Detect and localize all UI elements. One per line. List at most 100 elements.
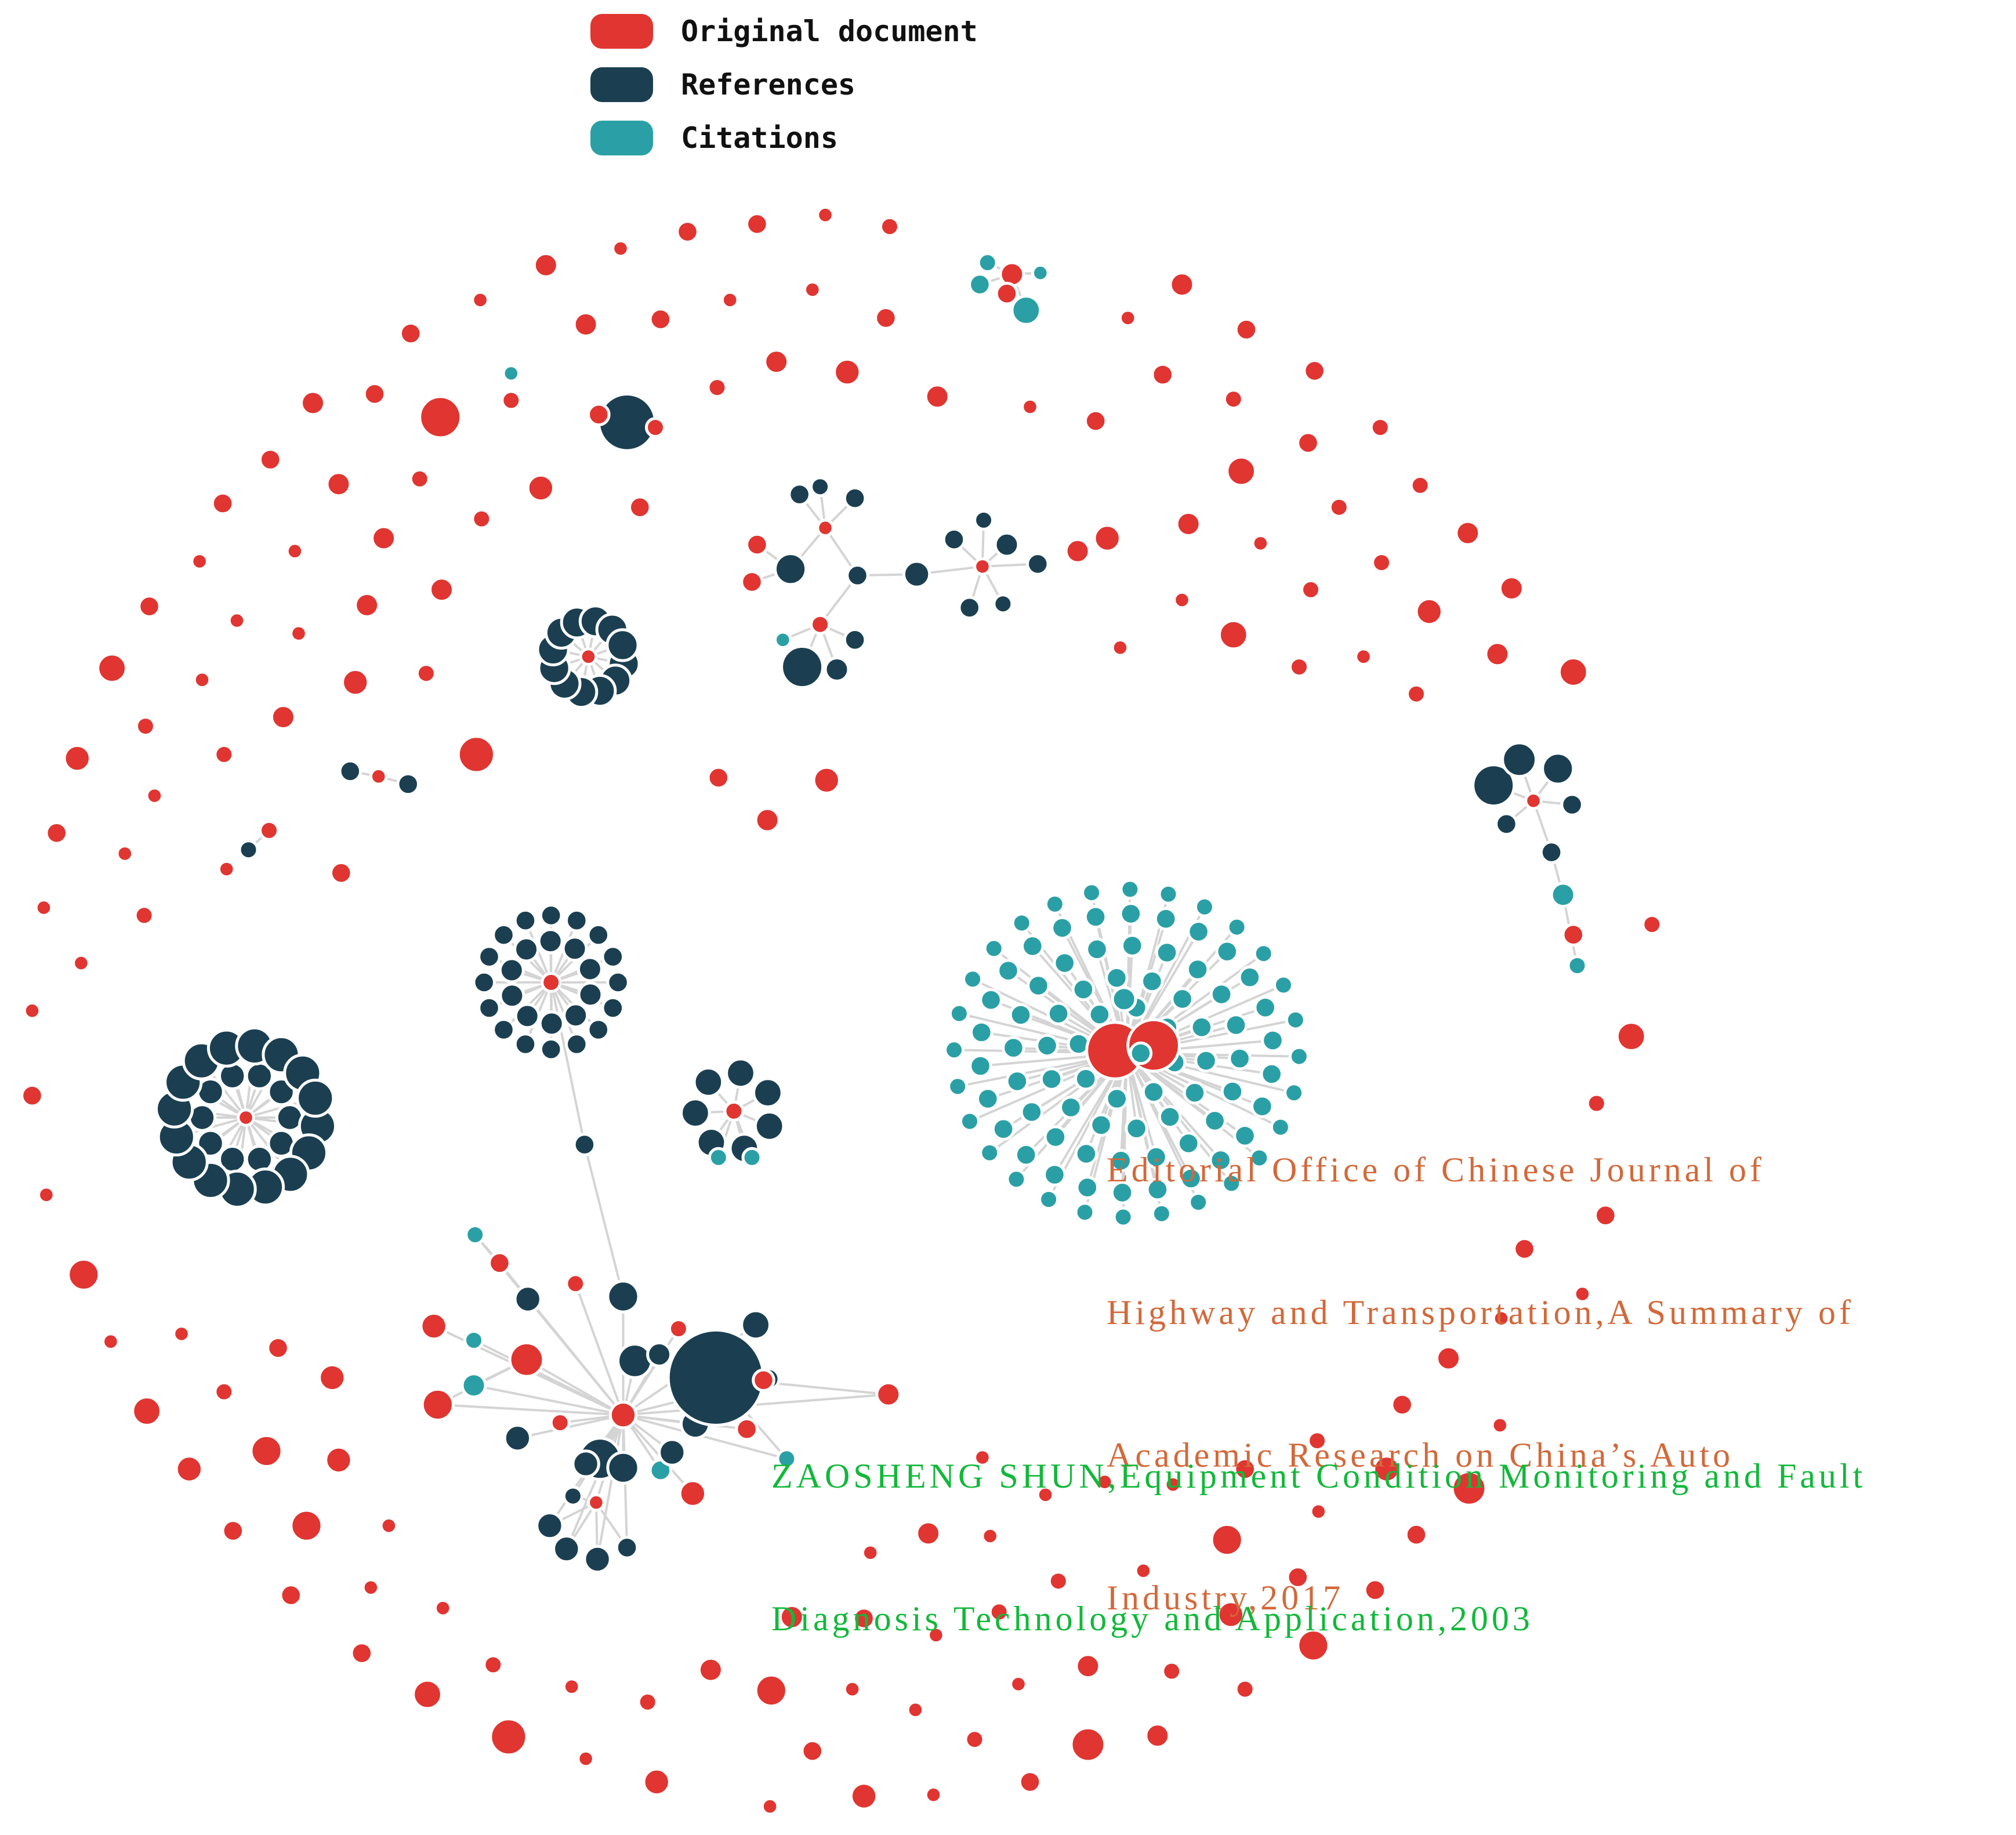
- original-document-node: [379, 1516, 398, 1535]
- citation-node: [1043, 1125, 1068, 1149]
- zaosheng-label-line-2: Diagnosis Technology and Application,200…: [771, 1600, 1533, 1638]
- original-document-node: [1371, 552, 1393, 574]
- original-document-node: [1223, 389, 1244, 410]
- reference-node: [617, 1343, 653, 1379]
- citation-node: [1249, 1147, 1270, 1169]
- original-document-node: [906, 1700, 925, 1719]
- legend-swatch-citations: [590, 121, 653, 155]
- citation-node: [1140, 969, 1164, 993]
- citation-node: [741, 1147, 763, 1168]
- reference-node: [583, 1544, 612, 1574]
- original-document-node: [96, 652, 128, 684]
- original-document-node: [361, 1578, 380, 1597]
- reference-node: [1539, 840, 1564, 864]
- original-document-node: [101, 1332, 120, 1351]
- citation-node: [970, 1020, 994, 1045]
- reference-node: [725, 1057, 756, 1089]
- citation-node: [1187, 920, 1210, 944]
- original-document-node: [648, 307, 673, 331]
- citation-node: [1074, 1142, 1098, 1166]
- citation-node: [1112, 1206, 1134, 1228]
- citation-node: [1144, 1145, 1168, 1169]
- citation-node: [1119, 902, 1143, 926]
- citation-node: [1009, 1003, 1033, 1027]
- citation-node: [1081, 882, 1103, 904]
- reference-node: [571, 1449, 600, 1478]
- original-document-node: [270, 704, 296, 730]
- original-document-node: [418, 395, 463, 440]
- original-document-node: [1096, 1473, 1114, 1491]
- reference-node: [586, 1018, 611, 1042]
- original-document-node: [752, 1368, 775, 1392]
- citation-node: [1010, 295, 1042, 326]
- editorial-office-node-label: Editorial Office of Chinese Journal of H…: [1107, 1051, 1854, 1669]
- original-document-node: [1225, 455, 1257, 487]
- reference-node: [513, 908, 538, 933]
- original-document-node: [874, 306, 898, 330]
- editorial-label-line-2: Highway and Transportation,A Summary of: [1107, 1293, 1854, 1332]
- original-document-node: [706, 766, 731, 790]
- editorial-label-line-4: Industry,2017: [1107, 1579, 1344, 1617]
- network-edge: [473, 1384, 623, 1416]
- original-document-node: [995, 281, 1019, 306]
- legend: Original document References Citations: [590, 5, 978, 165]
- citation-node: [959, 1111, 980, 1132]
- original-document-node: [1372, 1455, 1401, 1484]
- editorial-label-line-1: Editorial Office of Chinese Journal of: [1107, 1151, 1765, 1189]
- reference-node: [499, 982, 525, 1009]
- original-document-node: [489, 1717, 528, 1757]
- original-document-node: [745, 212, 769, 236]
- original-document-node: [45, 821, 68, 845]
- original-document-node: [1409, 474, 1431, 496]
- citation-node: [1567, 955, 1588, 976]
- reference-node: [539, 904, 563, 927]
- citation-node: [461, 1372, 487, 1399]
- original-document-node: [816, 518, 835, 538]
- original-document-node: [1083, 409, 1108, 433]
- original-document-node: [72, 953, 90, 973]
- reference-node: [1495, 812, 1518, 836]
- citation-node: [1203, 1109, 1227, 1133]
- reference-node: [780, 645, 825, 689]
- original-document-node: [587, 402, 611, 427]
- original-document-node: [433, 1599, 452, 1618]
- original-document-node: [915, 1520, 942, 1547]
- original-document-node: [1513, 1237, 1536, 1261]
- reference-node: [1560, 793, 1584, 817]
- original-document-node: [1169, 271, 1195, 298]
- original-document-node: [249, 1434, 284, 1468]
- reference-node: [535, 1511, 564, 1540]
- reference-node: [1471, 763, 1516, 808]
- citation-node: [1273, 974, 1294, 996]
- original-document-node: [23, 1001, 42, 1020]
- citation-node: [1039, 1067, 1064, 1091]
- reference-node: [472, 970, 496, 995]
- original-document-node: [237, 1108, 255, 1127]
- original-document-node: [1451, 1470, 1488, 1507]
- citation-node: [1021, 934, 1045, 958]
- citation-node: [1194, 1049, 1218, 1073]
- reference-node: [576, 956, 603, 982]
- original-document-node: [37, 1185, 56, 1204]
- original-document-node: [1173, 590, 1191, 610]
- reference-node: [577, 981, 604, 1008]
- citation-node: [774, 630, 792, 650]
- citation-node: [1261, 1028, 1285, 1053]
- reference-node: [238, 839, 259, 861]
- original-document-node: [541, 971, 562, 993]
- original-document-node: [565, 1273, 586, 1294]
- original-document-node: [341, 668, 370, 697]
- original-document-node: [849, 1782, 879, 1811]
- legend-swatch-references: [590, 67, 653, 102]
- original-document-node: [973, 1448, 992, 1467]
- reference-node: [538, 1010, 565, 1037]
- citation-node: [968, 273, 992, 296]
- network-edge: [596, 1415, 625, 1560]
- citation-node: [1228, 1046, 1252, 1071]
- original-document-node: [415, 663, 437, 684]
- original-document-node: [645, 417, 666, 438]
- original-document-node: [1286, 1565, 1310, 1589]
- original-document-node: [1216, 1600, 1246, 1629]
- original-document-node: [1586, 1093, 1607, 1114]
- citation-node: [1119, 879, 1141, 900]
